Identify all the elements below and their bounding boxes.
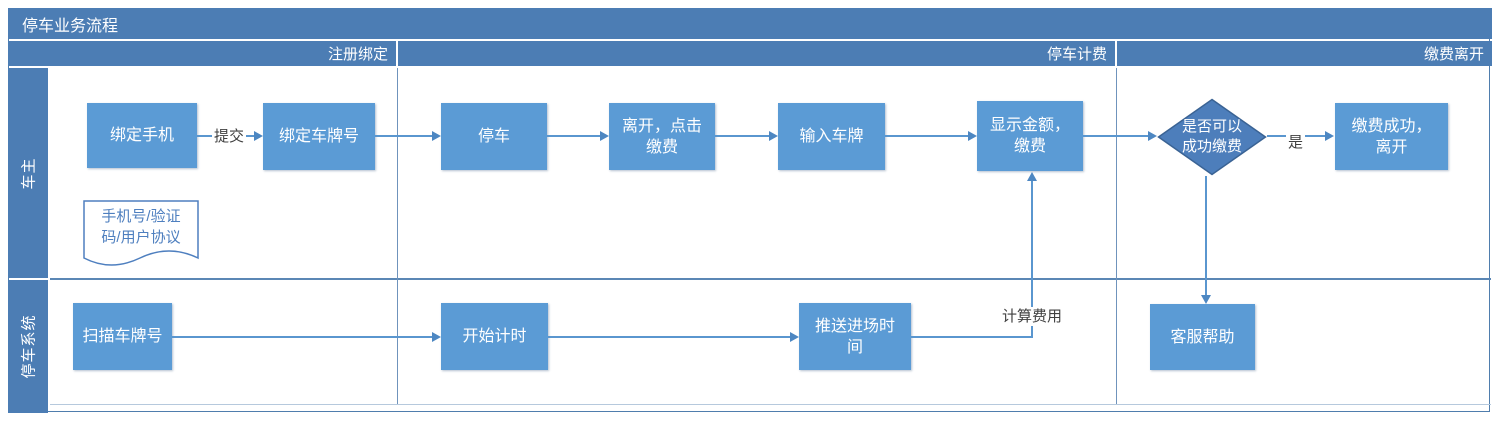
phase-header-register: 注册绑定 bbox=[8, 41, 396, 66]
node-bind-plate: 绑定车牌号 bbox=[263, 103, 375, 170]
node-push-entry-time-label: 推送进场时 间 bbox=[814, 317, 895, 356]
phase-label-register: 注册绑定 bbox=[327, 46, 388, 63]
phase-divider-2 bbox=[1116, 68, 1117, 404]
node-enter-plate: 输入车牌 bbox=[778, 103, 885, 170]
node-park: 停车 bbox=[441, 103, 547, 170]
node-bind-plate-label: 绑定车牌号 bbox=[278, 128, 359, 145]
pool-frame bbox=[8, 8, 1490, 412]
phase-header-billing: 停车计费 bbox=[398, 41, 1115, 66]
node-start-timing-label: 开始计时 bbox=[462, 328, 527, 345]
lane-system-text: 停车系统 bbox=[20, 314, 38, 379]
title-bar: 停车业务流程 bbox=[8, 8, 1492, 39]
node-show-amount-label: 显示金额， 缴费 bbox=[989, 117, 1070, 155]
node-decision: 是否可以 成功缴费 bbox=[1157, 98, 1267, 176]
lane-divider bbox=[50, 278, 1491, 280]
node-push-entry-time: 推送进场时 间 bbox=[799, 303, 911, 370]
node-bind-phone: 绑定手机 bbox=[87, 103, 197, 168]
phase-label-leave: 缴费离开 bbox=[1423, 46, 1484, 63]
node-show-amount: 显示金额， 缴费 bbox=[977, 101, 1083, 171]
node-start-timing: 开始计时 bbox=[441, 303, 548, 370]
node-cs-help: 客服帮助 bbox=[1150, 304, 1255, 370]
lane-owner-text: 车主 bbox=[20, 156, 38, 190]
phase-label-billing: 停车计费 bbox=[1046, 46, 1107, 63]
lane-bottom-line bbox=[50, 404, 1491, 405]
edge-park-to-leavepay bbox=[547, 135, 601, 137]
arrowhead-right-icon bbox=[968, 131, 977, 141]
phase-divider-1 bbox=[397, 68, 398, 404]
node-bind-phone-label: 绑定手机 bbox=[109, 127, 174, 144]
phase-header-leave: 缴费离开 bbox=[1117, 41, 1492, 66]
document-shape bbox=[83, 200, 199, 266]
arrowhead-right-icon bbox=[790, 332, 799, 342]
node-enter-plate-label: 输入车牌 bbox=[799, 128, 864, 145]
node-document-note: 手机号/验证 码/用户协议 bbox=[83, 200, 199, 274]
edge-decision-to-cshelp bbox=[1205, 176, 1207, 295]
edge-label-submit: 提交 bbox=[212, 127, 247, 146]
edge-enterplate-to-showamount bbox=[885, 135, 969, 137]
arrowhead-right-icon bbox=[769, 131, 778, 141]
arrowhead-right-icon bbox=[254, 131, 263, 141]
edge-showamount-to-decision bbox=[1083, 135, 1149, 137]
node-decision-label: 是否可以 成功缴费 bbox=[1181, 118, 1242, 155]
node-scan-plate: 扫描车牌号 bbox=[73, 303, 172, 370]
lane-label-system: 停车系统 bbox=[8, 280, 48, 413]
edge-pushtime-elbow-v bbox=[1031, 180, 1033, 338]
edge-scanplate-to-starttiming bbox=[172, 336, 433, 338]
edge-label-yes: 是 bbox=[1286, 133, 1306, 152]
node-cs-help-label: 客服帮助 bbox=[1170, 328, 1235, 346]
arrowhead-right-icon bbox=[1148, 131, 1157, 141]
node-park-label: 停车 bbox=[477, 128, 510, 145]
node-leave-click-pay: 离开，点击 缴费 bbox=[609, 103, 715, 170]
node-document-note-label: 手机号/验证 码/用户协议 bbox=[101, 208, 181, 246]
node-pay-success-label: 缴费成功， 离开 bbox=[1351, 117, 1432, 156]
decision-diamond-shape bbox=[1157, 98, 1267, 176]
node-scan-plate-label: 扫描车牌号 bbox=[82, 328, 163, 345]
arrowhead-up-icon bbox=[1027, 172, 1037, 181]
edge-leavepay-to-enterplate bbox=[715, 135, 770, 137]
arrowhead-right-icon bbox=[600, 131, 609, 141]
arrowhead-right-icon bbox=[432, 332, 441, 342]
edge-starttiming-to-pushtime bbox=[548, 336, 791, 338]
page-title: 停车业务流程 bbox=[22, 17, 119, 35]
edge-pushtime-elbow-h bbox=[911, 336, 1033, 338]
arrowhead-right-icon bbox=[432, 131, 441, 141]
arrowhead-right-icon bbox=[1325, 131, 1334, 141]
lane-label-owner: 车主 bbox=[8, 68, 48, 278]
node-pay-success: 缴费成功， 离开 bbox=[1335, 103, 1448, 170]
arrowhead-down-icon bbox=[1201, 295, 1211, 304]
node-leave-click-pay-label: 离开，点击 缴费 bbox=[621, 117, 702, 156]
edge-label-calc-fee: 计算费用 bbox=[1000, 307, 1065, 326]
edge-bindplate-to-park bbox=[375, 135, 433, 137]
